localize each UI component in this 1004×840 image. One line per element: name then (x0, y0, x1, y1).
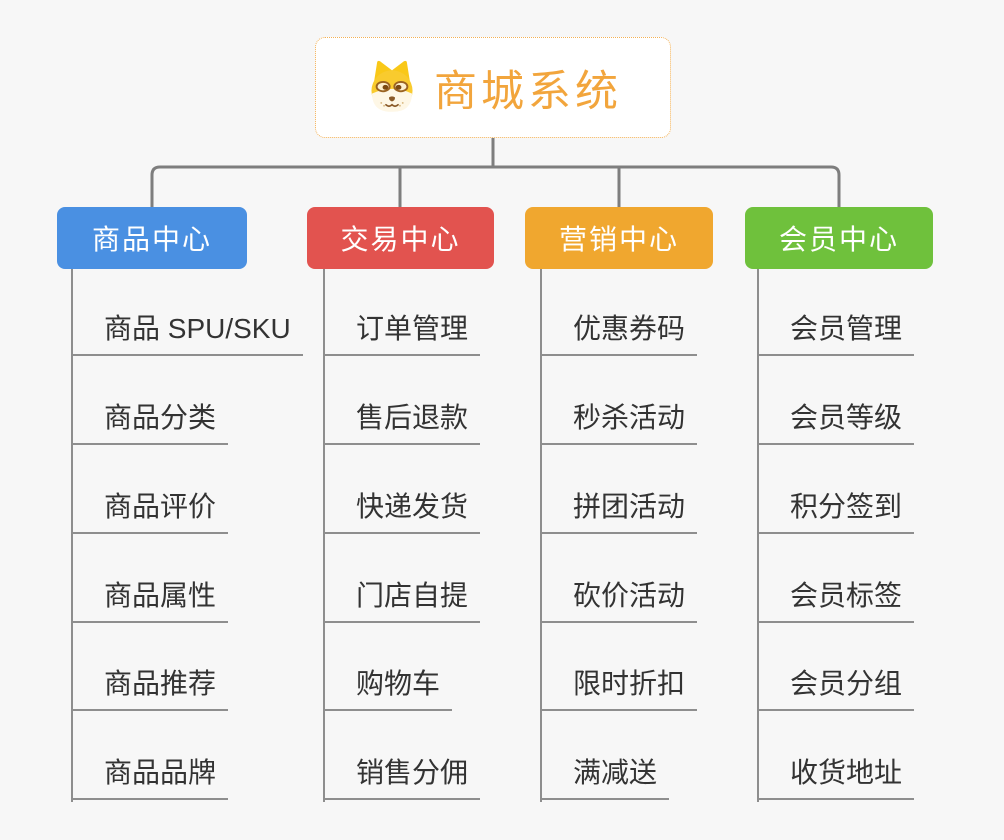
leaf-node[interactable]: 积分签到 (757, 490, 915, 534)
root-title: 商城系统 (434, 67, 622, 116)
branch-label: 营销中心 (558, 224, 679, 255)
leaf-node[interactable]: 收货地址 (757, 756, 915, 800)
leaf-node[interactable]: 订单管理 (323, 312, 481, 356)
leaf-node[interactable]: 拼团活动 (540, 490, 698, 534)
leaf-node[interactable]: 会员等级 (757, 401, 915, 445)
leaf-node[interactable]: 商品品牌 (71, 756, 229, 800)
leaf-node[interactable]: 满减送 (540, 756, 670, 800)
column-line (540, 269, 542, 802)
leaf-node[interactable]: 商品属性 (71, 579, 229, 623)
branch-label: 交易中心 (340, 224, 461, 255)
leaf-node[interactable]: 商品评价 (71, 490, 229, 534)
leaf-node[interactable]: 门店自提 (323, 579, 481, 623)
column-line (71, 269, 73, 802)
branch-label: 商品中心 (91, 224, 212, 255)
leaf-node[interactable]: 销售分佣 (323, 756, 481, 800)
leaf-node[interactable]: 商品 SPU/SKU (71, 312, 303, 356)
root-node[interactable]: 商城系统 (315, 37, 671, 138)
leaf-node[interactable]: 商品分类 (71, 401, 229, 445)
leaf-node[interactable]: 秒杀活动 (540, 401, 698, 445)
branch-node-trade-center[interactable]: 交易中心 (307, 207, 494, 269)
branch-node-product-center[interactable]: 商品中心 (57, 207, 247, 269)
branch-label: 会员中心 (778, 224, 899, 255)
branch-node-marketing-center[interactable]: 营销中心 (525, 207, 713, 269)
leaf-node[interactable]: 购物车 (323, 667, 453, 711)
column-line (323, 269, 325, 802)
leaf-node[interactable]: 会员分组 (757, 667, 915, 711)
leaf-node[interactable]: 限时折扣 (540, 667, 698, 711)
branch-node-member-center[interactable]: 会员中心 (745, 207, 933, 269)
column-line (757, 269, 759, 802)
dog-face-icon (371, 60, 413, 112)
leaf-node[interactable]: 会员标签 (757, 579, 915, 623)
leaf-node[interactable]: 砍价活动 (540, 579, 698, 623)
leaf-node[interactable]: 售后退款 (323, 401, 481, 445)
leaf-node[interactable]: 快递发货 (323, 490, 481, 534)
leaf-node[interactable]: 优惠券码 (540, 312, 698, 356)
leaf-node[interactable]: 商品推荐 (71, 667, 229, 711)
leaf-node[interactable]: 会员管理 (757, 312, 915, 356)
